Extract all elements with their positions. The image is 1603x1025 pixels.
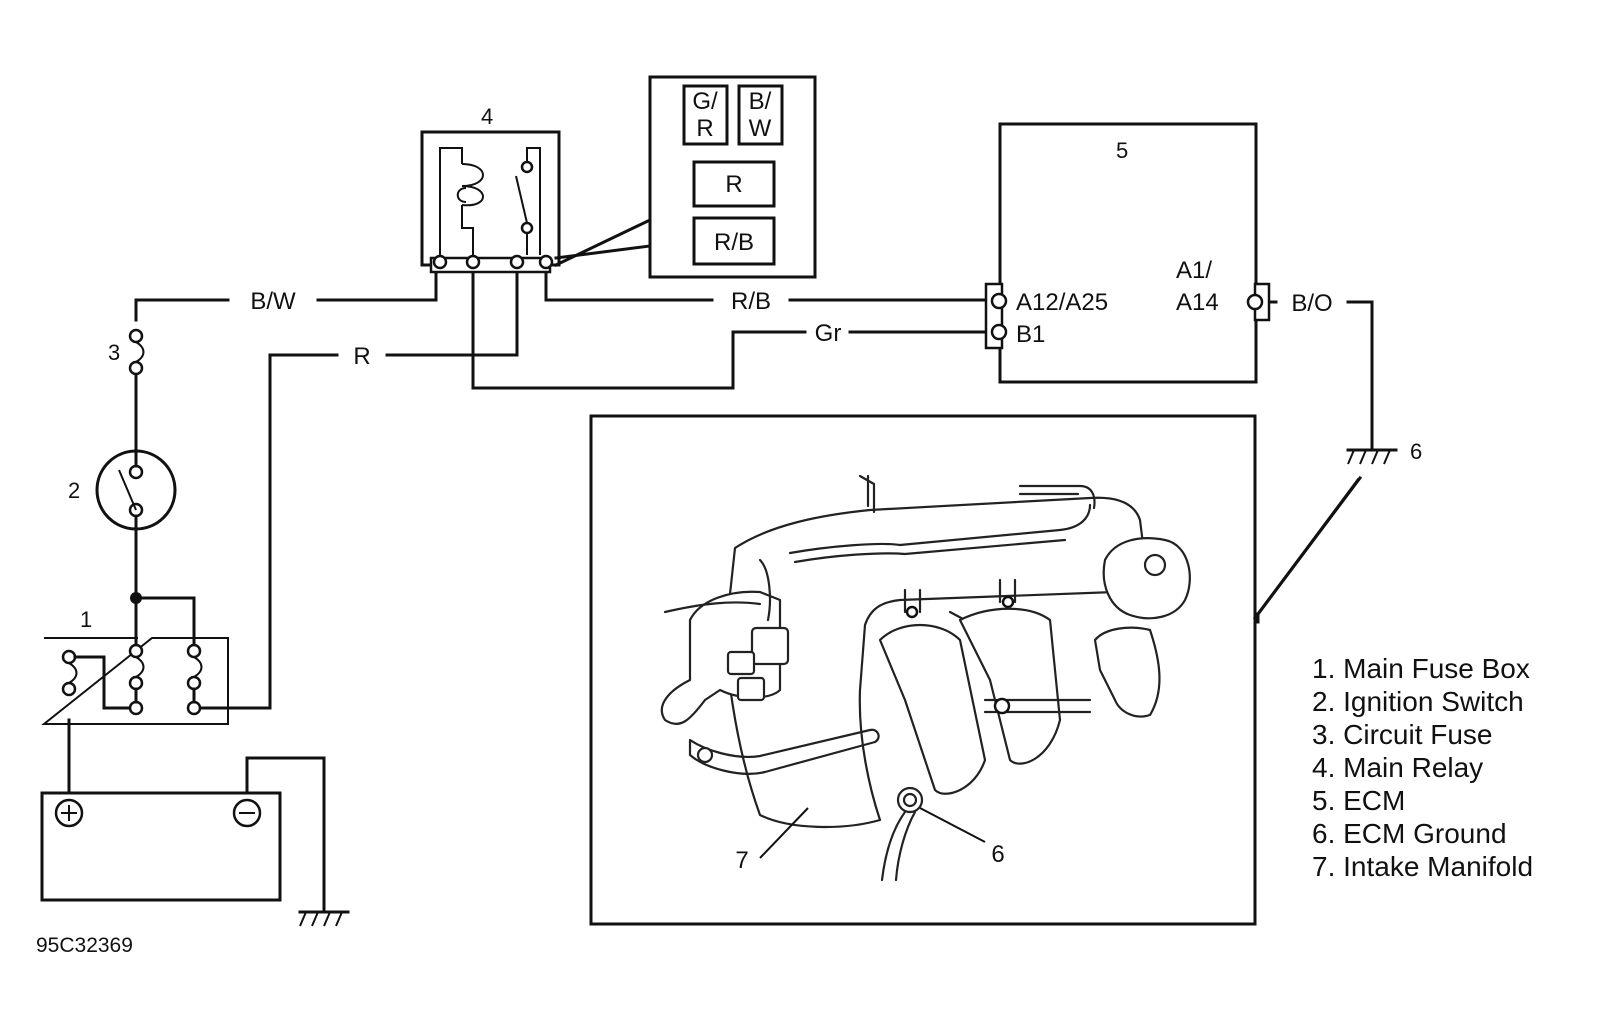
intake-manifold-inset: 7 6 xyxy=(589,414,1361,926)
legend-item-1: 1. Main Fuse Box xyxy=(1312,653,1530,684)
ecm-number: 5 xyxy=(1116,138,1128,163)
ecm-pin-a1-line2: A14 xyxy=(1176,289,1219,316)
main-relay-number: 4 xyxy=(481,104,493,129)
ecm-pin-b1: B1 xyxy=(1016,321,1045,348)
connector-cell-gr-line1: G/ xyxy=(692,88,718,115)
ignition-switch-number: 2 xyxy=(68,478,80,503)
ecm-ground: 6 xyxy=(1255,439,1422,624)
intake-manifold-sketch xyxy=(660,474,1191,882)
wire-gr xyxy=(471,263,987,390)
wire-r-b xyxy=(544,263,987,302)
connector-cell-gr-line2: R xyxy=(696,115,713,142)
ignition-switch: 2 xyxy=(68,449,177,531)
legend-item-2: 2. Ignition Switch xyxy=(1312,686,1524,717)
battery-ground-symbol xyxy=(298,910,350,927)
wire-label-gr: Gr xyxy=(815,320,842,347)
main-fuse-box: 1 xyxy=(41,592,229,725)
circuit-fuse-number: 3 xyxy=(108,340,120,365)
figure-code: 95C32369 xyxy=(36,934,133,957)
relay-connector-callout: G/ R B/ W R R/B xyxy=(553,75,817,279)
ecm-ground-number: 6 xyxy=(1410,439,1422,464)
wire-label-b-o: B/O xyxy=(1291,290,1332,317)
legend-item-4: 4. Main Relay xyxy=(1312,752,1483,783)
main-relay: 4 xyxy=(420,104,561,274)
ecm: 5 A12/A25 B1 A1/ A14 xyxy=(984,122,1271,384)
legend-item-5: 5. ECM xyxy=(1312,785,1405,816)
connector-cell-rb: R/B xyxy=(714,229,754,256)
wire-label-r-b: R/B xyxy=(731,288,771,315)
wire-b-w xyxy=(134,263,438,322)
legend: 1. Main Fuse Box 2. Ignition Switch 3. C… xyxy=(1312,653,1533,882)
wire-label-r: R xyxy=(353,343,370,370)
wire-label-b-w: B/W xyxy=(250,288,296,315)
wire-b-o xyxy=(1253,300,1374,452)
ecm-pin-a12-a25: A12/A25 xyxy=(1016,289,1108,316)
wire-labels: B/W R R/B Gr B/O xyxy=(250,288,1332,370)
connector-cell-bw-line1: B/ xyxy=(749,88,772,115)
legend-item-3: 3. Circuit Fuse xyxy=(1312,719,1493,750)
inset-callout-intake-manifold: 7 xyxy=(735,847,748,874)
circuit-fuse: 3 xyxy=(108,328,145,376)
legend-item-6: 6. ECM Ground xyxy=(1312,818,1507,849)
inset-callout-ground: 6 xyxy=(991,841,1004,868)
wire-r xyxy=(200,263,519,710)
connector-cell-r: R xyxy=(725,171,742,198)
battery xyxy=(40,791,282,902)
connector-cell-bw-line2: W xyxy=(749,115,772,142)
ecm-pin-a1-line1: A1/ xyxy=(1176,257,1212,284)
wire-battery-negative xyxy=(245,756,326,914)
legend-item-7: 7. Intake Manifold xyxy=(1312,851,1533,882)
main-fuse-box-number: 1 xyxy=(80,607,92,632)
